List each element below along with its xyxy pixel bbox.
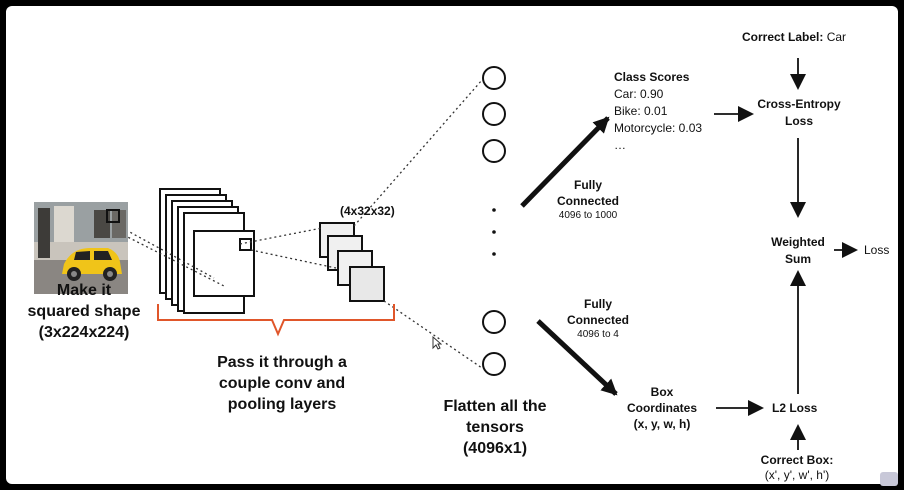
conv-feature-map-stack — [159, 188, 255, 314]
pool-size-label: (4x32x32) — [340, 204, 395, 218]
class-score-row: Motorcycle: 0.03 — [614, 121, 703, 135]
correct-box-line2: (x', y', w', h') — [764, 468, 830, 482]
input-caption-line2: squared shape — [27, 303, 141, 320]
fc-box-line2: Connected — [566, 313, 629, 327]
cross-entropy-line2: Loss — [784, 114, 813, 128]
flow-arrows — [714, 58, 858, 450]
input-caption-line3: (3x224x224) — [38, 324, 130, 341]
pooled-feature-maps — [319, 222, 385, 302]
correct-box-line1: Correct Box: — [760, 453, 834, 467]
class-score-row: … — [614, 138, 626, 152]
correct-label: Correct Label: Car — [742, 30, 846, 44]
conv-caption-line3: pooling layers — [227, 396, 337, 413]
loss-output: Loss — [864, 243, 890, 257]
fc-box-line1: Fully — [583, 297, 612, 311]
correct-box: Correct Box: (x', y', w', h') — [742, 453, 852, 483]
box-coords-line1: Box — [650, 385, 674, 399]
correct-label-value: Car — [826, 30, 847, 44]
flatten-caption-line3: (4096x1) — [462, 440, 528, 457]
box-coords-line2: Coordinates — [626, 401, 697, 415]
conv-caption: Pass it through a couple conv and poolin… — [192, 352, 372, 415]
flattened-nodes — [482, 66, 506, 376]
flatten-caption-line1: Flatten all the — [443, 398, 547, 415]
weighted-sum-line2: Sum — [784, 252, 811, 266]
weighted-sum-line1: Weighted — [771, 235, 825, 249]
input-caption-line1: Make it — [56, 282, 112, 299]
fc-class-line2: Connected — [556, 194, 619, 208]
fc-class-dims: 4096 to 1000 — [558, 210, 618, 221]
fc-class-line1: Fully — [573, 178, 602, 192]
fc-box-arrow — [536, 319, 618, 396]
box-coordinates: Box Coordinates (x, y, w, h) — [610, 384, 714, 432]
class-score-row: Car: 0.90 — [614, 87, 664, 101]
input-car-image — [34, 202, 128, 294]
correct-label-key: Correct Label: — [742, 30, 824, 44]
diagram-graphics — [103, 58, 858, 450]
conv-caption-line2: couple conv and — [218, 375, 346, 392]
box-coords-line3: (x, y, w, h) — [633, 417, 691, 431]
weighted-sum: Weighted Sum — [752, 234, 844, 268]
cross-entropy-loss: Cross-Entropy Loss — [744, 96, 854, 130]
cross-entropy-line1: Cross-Entropy — [757, 97, 841, 111]
flatten-caption-line2: tensors — [466, 419, 524, 436]
slide: Make it squared shape (3x224x224) Pass i… — [6, 6, 898, 484]
fc-box-label: Fully Connected 4096 to 4 — [546, 296, 650, 341]
fc-box-dims: 4096 to 4 — [577, 329, 619, 340]
conv-caption-line1: Pass it through a — [217, 354, 347, 371]
class-scores: Class Scores Car: 0.90 Bike: 0.01 Motorc… — [614, 69, 702, 154]
class-scores-title: Class Scores — [614, 70, 690, 84]
class-score-row: Bike: 0.01 — [614, 104, 668, 118]
input-caption: Make it squared shape (3x224x224) — [16, 280, 152, 343]
l2-loss: L2 Loss — [772, 401, 818, 415]
fc-class-arrow — [520, 116, 610, 208]
fc-class-label: Fully Connected 4096 to 1000 — [536, 177, 640, 222]
corner-logo-icon — [880, 472, 898, 486]
conv-brace — [157, 304, 395, 337]
flatten-caption: Flatten all the tensors (4096x1) — [420, 396, 570, 459]
